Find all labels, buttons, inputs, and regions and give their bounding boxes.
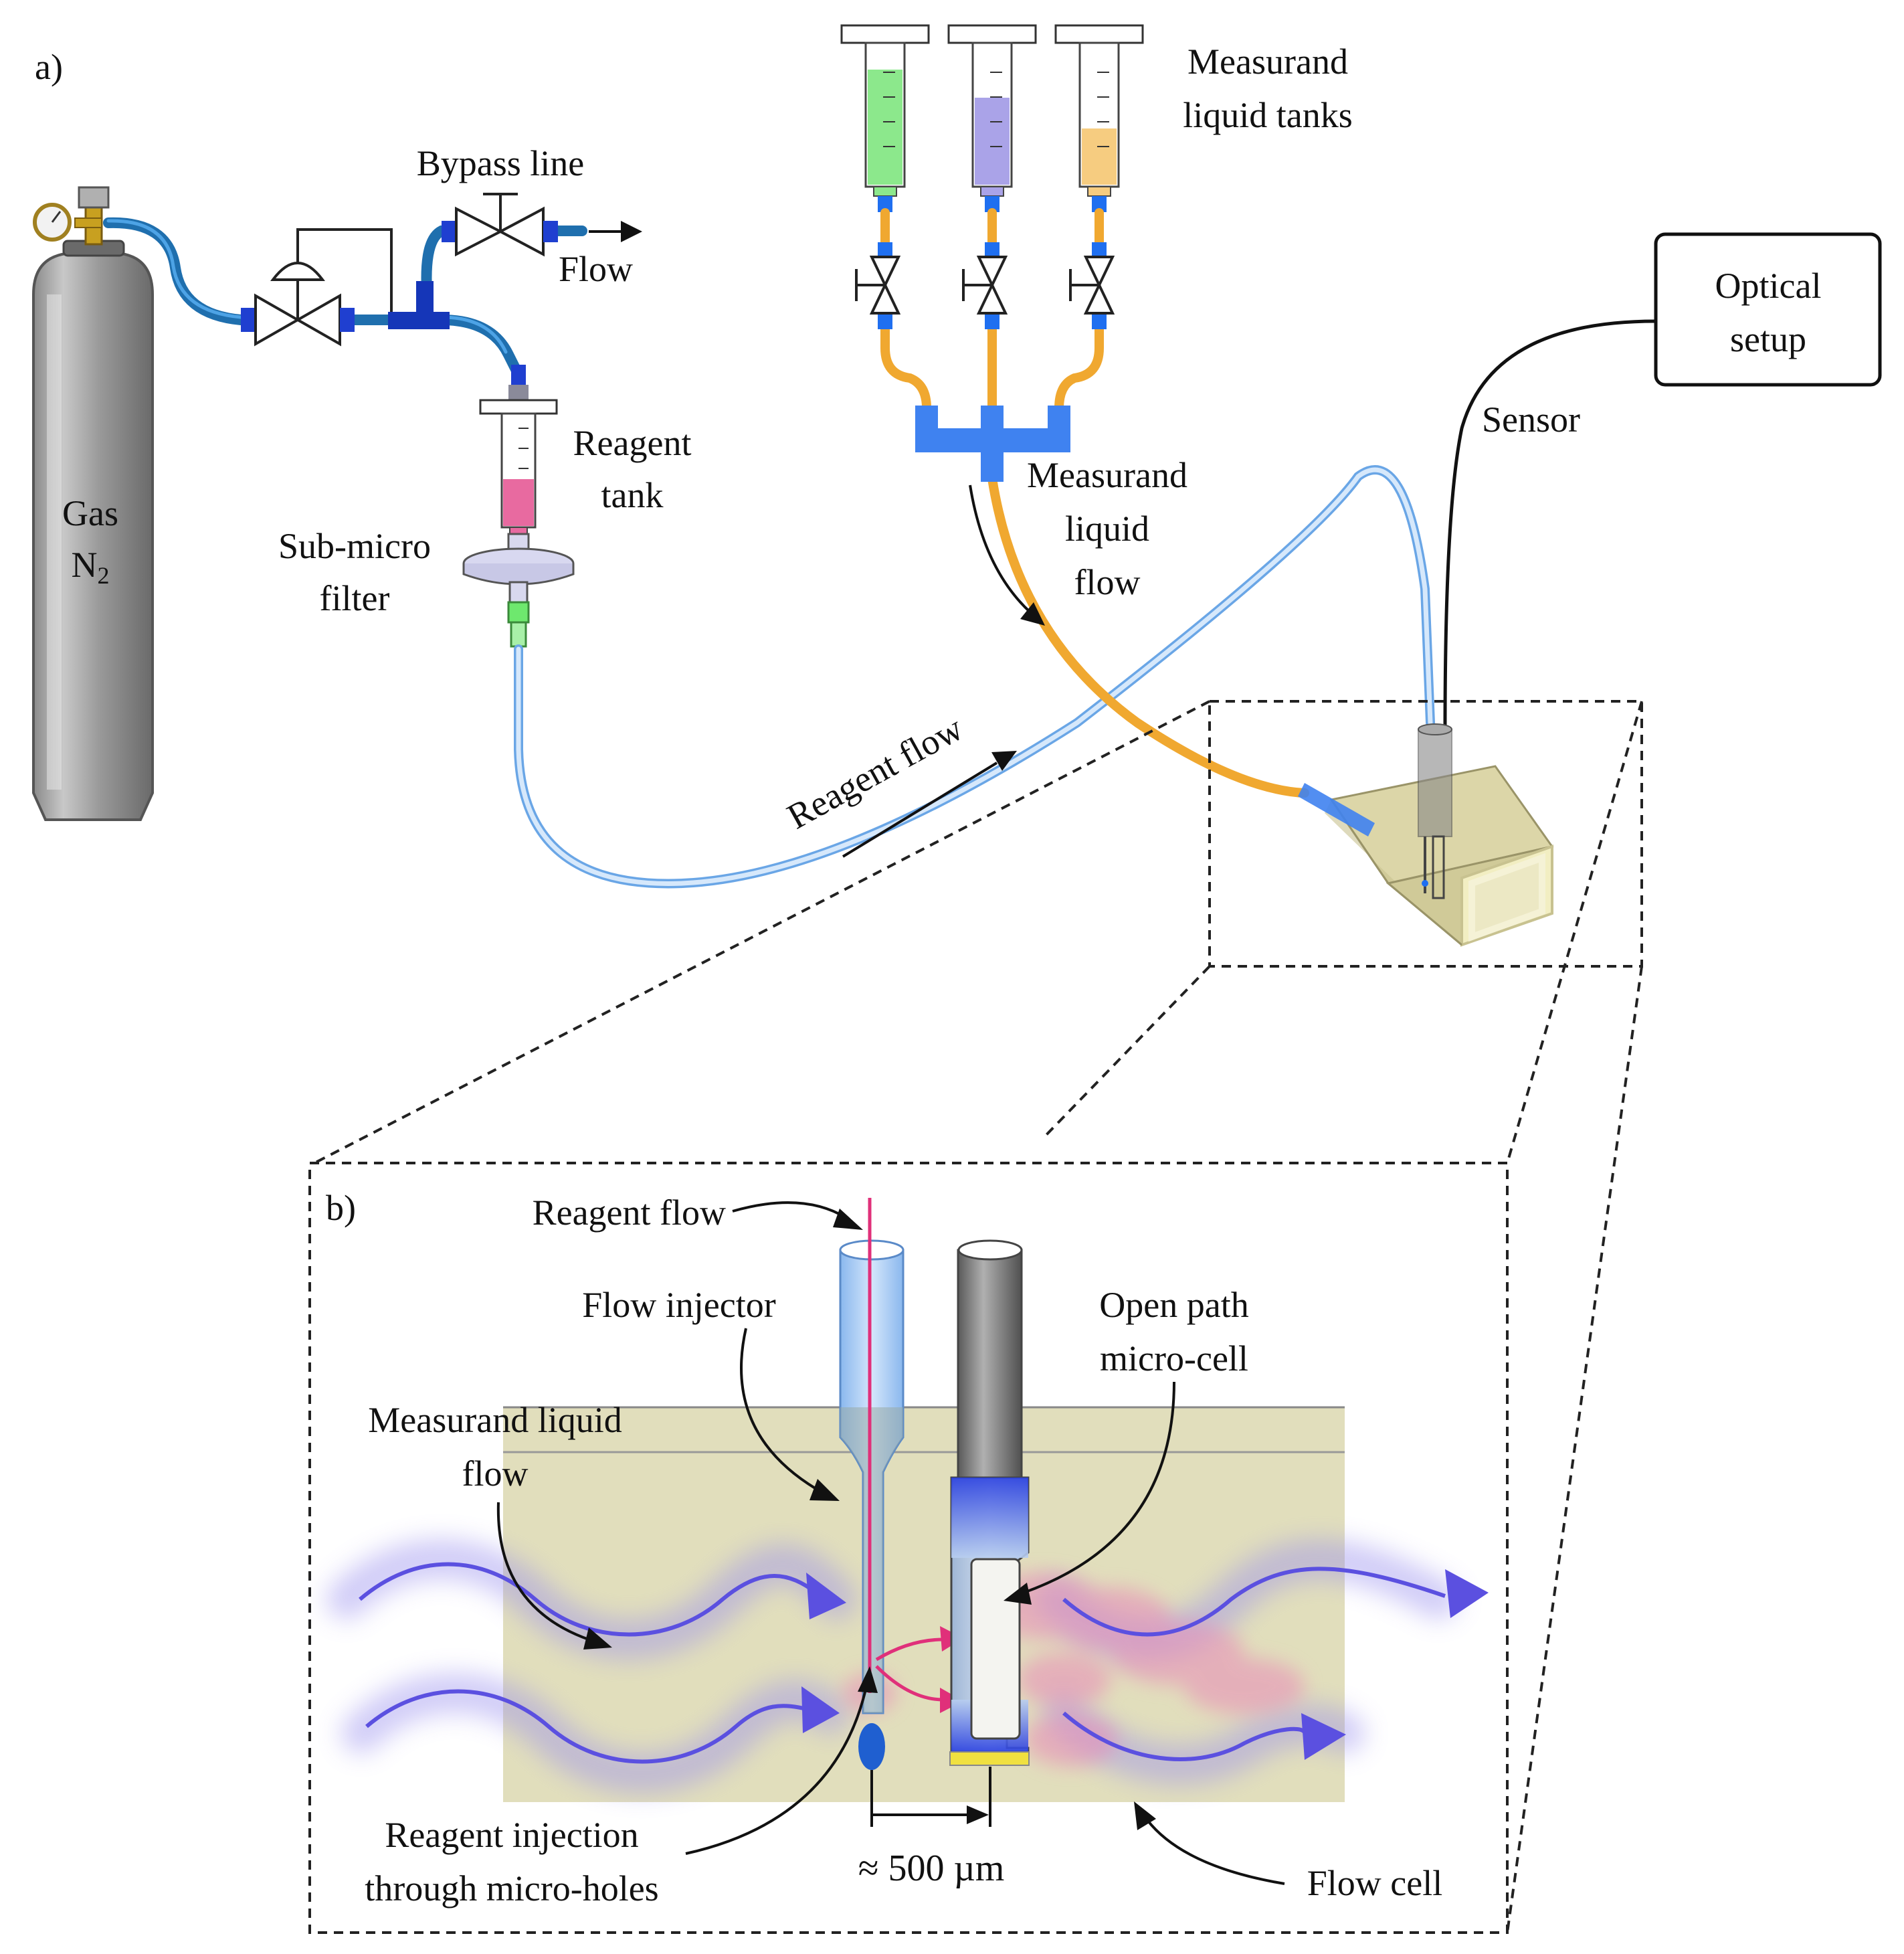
measurand-valve-icons <box>855 256 1115 315</box>
b-reagent-flow-arrow-icon <box>732 1201 863 1230</box>
measurand-tubing <box>880 208 1309 798</box>
gas-cylinder: Gas N2 <box>32 240 154 821</box>
measurand-flow-wave-arrows <box>359 1562 1446 1764</box>
zoom-indicator <box>314 700 1643 1933</box>
wave-arrowhead-icons <box>801 1569 1489 1760</box>
measurand-tank-orange <box>1054 24 1144 212</box>
distance-marker <box>870 1767 991 1827</box>
b-injection-label-2: through micro-holes <box>365 1868 658 1908</box>
gas-label: Gas <box>62 493 118 533</box>
b-measurand-flow-label-1: Measurand liquid <box>368 1400 622 1440</box>
reagent-tank-label-2: tank <box>601 475 664 515</box>
b-injection-label-1: Reagent injection <box>385 1815 638 1855</box>
b-injection-arrow-icon <box>685 1666 878 1855</box>
panel-a-label: a) <box>35 47 63 87</box>
reagent-flow-label: Reagent flow <box>781 708 969 837</box>
measurand-tank-purple <box>947 24 1037 212</box>
b-flow-injector-label: Flow injector <box>582 1285 775 1325</box>
flow-label: Flow <box>559 249 633 289</box>
regulator-valve-icon <box>241 228 393 347</box>
optical-fiber-cable <box>1443 319 1656 730</box>
measurand-flow-arrow-icon <box>969 484 1045 626</box>
gas-formula-main: N <box>72 545 98 585</box>
filter-label-1: Sub-micro <box>278 526 431 566</box>
panel-b-label: b) <box>326 1188 356 1228</box>
reagent-tubing <box>514 465 1435 889</box>
b-reagent-flow-label: Reagent flow <box>533 1192 726 1233</box>
distance-arrowhead-icon <box>967 1805 989 1824</box>
reagent-tank-label-1: Reagent <box>573 423 692 463</box>
reagent-flow-arrow-icon <box>842 751 1017 858</box>
measurand-flow-label-1: Measurand <box>1027 455 1187 495</box>
gas-formula: N2 <box>72 545 110 589</box>
measurand-manifold <box>915 406 1070 482</box>
gas-tubing <box>103 217 587 380</box>
gas-formula-sub: 2 <box>98 562 110 589</box>
b-flow-injector-arrow-icon <box>740 1328 840 1501</box>
measurand-flow-label-2: liquid <box>1065 509 1149 549</box>
b-open-path-label-1: Open path <box>1099 1285 1248 1325</box>
tee-junction <box>388 281 450 329</box>
optical-setup-box <box>1654 232 1882 387</box>
b-flow-cell-label: Flow cell <box>1307 1863 1442 1903</box>
measurand-tank-green <box>840 24 930 212</box>
bypass-line-label: Bypass line <box>417 143 585 183</box>
b-measurand-flow-label-2: flow <box>462 1453 529 1494</box>
gas-tubing-highlight <box>106 219 508 354</box>
b-measurand-flow-arrow-icon <box>496 1502 612 1650</box>
measurand-tubing-connectors <box>878 242 1107 329</box>
reagent-tank <box>479 365 558 537</box>
flow-arrow-icon <box>589 221 642 242</box>
optical-setup-label-1: Optical <box>1715 266 1822 306</box>
sub-micro-filter <box>462 533 575 648</box>
measurand-tanks-label-1: Measurand <box>1187 41 1348 82</box>
measurand-flow-label-3: flow <box>1074 562 1141 602</box>
measurand-tanks-label-2: liquid tanks <box>1183 95 1353 135</box>
b-flow-cell-arrow-icon <box>1134 1801 1285 1885</box>
pressure-gauge-icon <box>33 186 110 246</box>
distance-label: ≈ 500 µm <box>858 1848 1005 1889</box>
bypass-valve-icon <box>442 193 558 257</box>
open-path-micro-cell <box>949 1239 1030 1766</box>
flow-injector <box>839 1198 905 1770</box>
optical-setup-label-2: setup <box>1730 319 1806 359</box>
sensor-label: Sensor <box>1482 399 1580 440</box>
b-open-path-arrow-icon <box>1004 1381 1175 1605</box>
reagent-injection-arrows <box>875 1637 944 1702</box>
filter-label-2: filter <box>320 578 390 618</box>
b-open-path-label-2: micro-cell <box>1100 1338 1248 1379</box>
flow-cell-block <box>1298 723 1554 947</box>
reagent-cloud-blur <box>843 1573 1305 1767</box>
panel-b-frame <box>308 1162 1509 1934</box>
